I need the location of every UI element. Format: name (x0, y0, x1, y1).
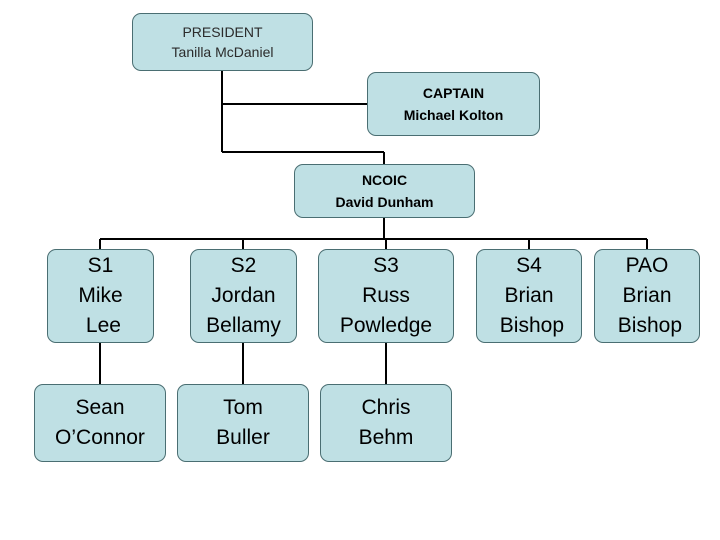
subordinate-box-tom: Tom Buller (177, 384, 309, 462)
ncoic-box: NCOIC David Dunham (294, 164, 475, 218)
section-box-s1: S1 Mike Lee (47, 249, 154, 343)
section-title: S4 (516, 254, 542, 277)
subordinate-name-first: Sean (75, 396, 125, 419)
subordinate-box-chris: Chris Behm (320, 384, 452, 462)
captain-box: CAPTAIN Michael Kolton (367, 72, 540, 136)
section-name-last: Bishop (611, 314, 683, 337)
subordinate-name-last: Behm (358, 426, 414, 449)
subordinate-name-first: Chris (361, 396, 411, 419)
section-title: S1 (87, 254, 114, 277)
subordinate-name-last: O’Connor (55, 426, 145, 449)
president-name: Tanilla McDaniel (171, 44, 274, 60)
captain-name: Michael Kolton (403, 107, 504, 123)
president-box: PRESIDENT Tanilla McDaniel (132, 13, 313, 71)
section-name-last: Lee (80, 314, 121, 337)
section-name-last: Bellamy (206, 314, 281, 337)
president-title: PRESIDENT (182, 24, 263, 40)
section-name-first: Mike (78, 284, 123, 307)
section-name-first: Brian (622, 284, 672, 307)
ncoic-title: NCOIC (361, 172, 408, 188)
captain-title: CAPTAIN (422, 85, 485, 101)
section-name-first: Russ (362, 284, 410, 307)
section-title: S2 (230, 254, 257, 277)
section-box-s4: S4 Brian Bishop (476, 249, 582, 343)
section-box-s2: S2 Jordan Bellamy (190, 249, 297, 343)
ncoic-name: David Dunham (335, 194, 434, 210)
subordinate-name-last: Buller (216, 426, 270, 449)
section-box-pao: PAO Brian Bishop (594, 249, 700, 343)
section-name-last: Powledge (339, 314, 433, 337)
section-title: S3 (373, 254, 399, 277)
section-name-first: Brian (504, 284, 554, 307)
section-box-s3: S3 Russ Powledge (318, 249, 454, 343)
section-name-first: Jordan (211, 284, 276, 307)
section-name-last: Bishop (493, 314, 565, 337)
section-title: PAO (625, 254, 669, 277)
subordinate-name-first: Tom (223, 396, 263, 419)
subordinate-box-sean: Sean O’Connor (34, 384, 166, 462)
